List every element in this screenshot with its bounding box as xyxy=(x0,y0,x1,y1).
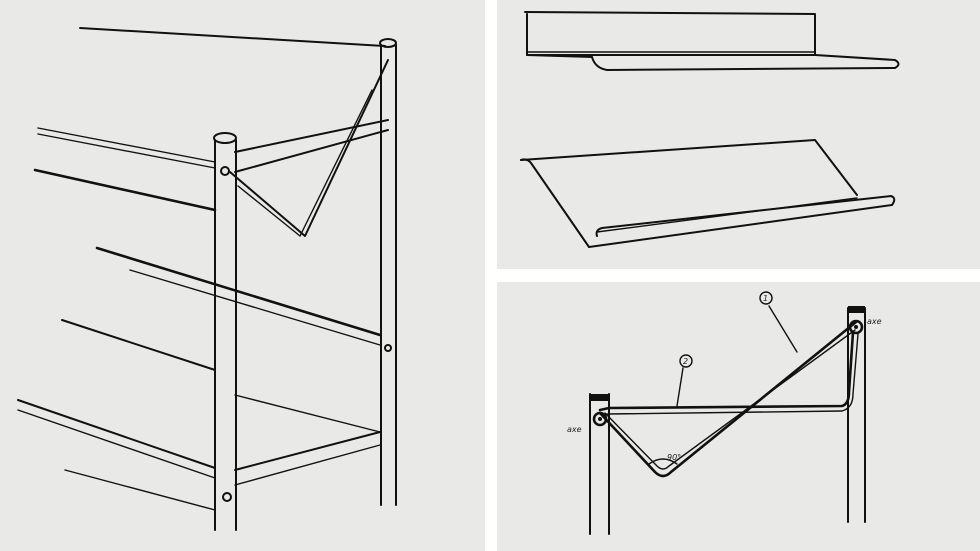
lower-shelf-cross-2 xyxy=(234,444,381,486)
shelf-profiles-drawing xyxy=(520,11,900,248)
v-hanger-inner xyxy=(237,89,373,237)
part-2-bar xyxy=(598,330,855,412)
left-post-cap xyxy=(590,394,609,401)
bolt-icon xyxy=(384,344,392,352)
lower-shelf-top-2 xyxy=(17,409,216,479)
part-2-bar-inner xyxy=(606,333,859,415)
lower-shelf-cross xyxy=(234,431,381,471)
cross-bar-bottom xyxy=(234,129,389,173)
callout-2-circle xyxy=(679,354,693,368)
angle-arc xyxy=(648,458,678,465)
leader-line-2 xyxy=(676,367,684,407)
callout-1-circle xyxy=(759,291,773,305)
section-detail-sketch: 2 1 axe axe 90° xyxy=(497,282,980,551)
part-1-v xyxy=(598,320,858,478)
profile-a-left xyxy=(526,13,593,58)
middle-shelf-top xyxy=(95,246,382,337)
lower-shelf-top xyxy=(17,399,216,469)
left-axis-center xyxy=(598,417,602,421)
top-rail-line xyxy=(79,27,386,47)
lower-shelf-bottom xyxy=(64,469,216,511)
section-detail-drawing: 2 1 axe axe 90° xyxy=(567,291,882,535)
bolt-icon xyxy=(222,492,232,502)
angle-label: 90° xyxy=(667,453,681,462)
middle-shelf-lower xyxy=(129,269,381,346)
front-post-cap xyxy=(213,132,237,144)
right-post-cap xyxy=(848,306,865,313)
shelf-profiles-sketch xyxy=(497,0,980,269)
lower-shelf-depth xyxy=(234,394,381,433)
profile-b-lip xyxy=(588,195,896,248)
v-hanger xyxy=(229,59,389,237)
profile-b-back xyxy=(520,139,858,196)
right-axis-center xyxy=(854,325,858,329)
profile-a-lip xyxy=(526,54,900,71)
callout-2-label: 2 xyxy=(683,357,688,366)
cross-bar-top xyxy=(234,119,389,153)
upper-shelf-edge-2 xyxy=(37,133,216,169)
leader-line-1 xyxy=(768,305,798,353)
profile-b-fold xyxy=(596,197,858,233)
shelving-perspective-sketch xyxy=(0,0,485,551)
callout-1-label: 1 xyxy=(763,294,768,303)
shelving-perspective-drawing xyxy=(17,27,397,531)
profile-b-left xyxy=(520,158,590,248)
bolt-icon xyxy=(220,166,230,176)
part-1-v-inner xyxy=(604,329,856,470)
profile-a-back xyxy=(524,11,816,56)
middle-shelf-front xyxy=(61,319,216,371)
upper-shelf-back xyxy=(33,168,217,212)
axis-label-right: axe xyxy=(867,317,882,326)
rear-post-cap xyxy=(379,38,397,48)
upper-shelf-edge xyxy=(37,127,216,163)
axis-label-left: axe xyxy=(567,425,582,434)
